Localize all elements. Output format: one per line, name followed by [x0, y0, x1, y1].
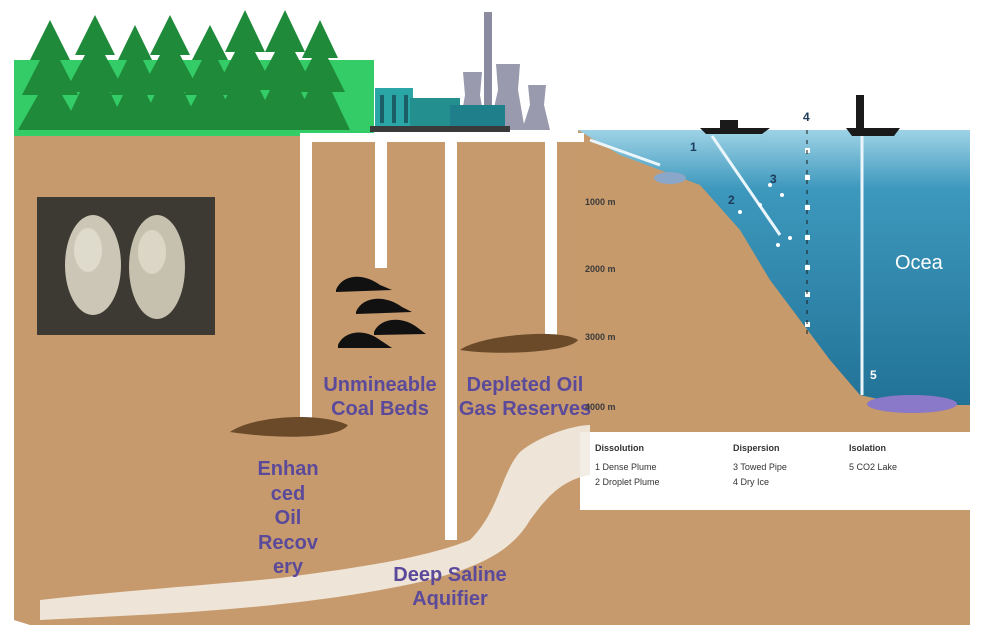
legend-item-dense-plume: 1 Dense Plume	[595, 462, 657, 472]
eor-line3: Oil	[274, 507, 302, 529]
gas-reservoir	[460, 333, 578, 353]
saline-line1: Deep Saline	[393, 564, 507, 586]
legend-header-dissolution: Dissolution	[595, 443, 644, 453]
legend-item-droplet-plume: 2 Droplet Plume	[595, 477, 660, 487]
legend-header-dispersion: Dispersion	[733, 443, 780, 453]
legend-item-co2-lake: 5 CO2 Lake	[849, 462, 898, 472]
eor-line1: Enhan	[257, 458, 319, 480]
depleted-line1: Depleted Oil	[466, 374, 584, 396]
marker-1: 1	[690, 140, 697, 154]
unmineable-line1: Unmineable	[323, 374, 437, 396]
saline-label: Deep Saline Aquifier	[360, 563, 540, 611]
eor-line2: ced	[270, 482, 306, 505]
depth-4000: 4000 m	[585, 402, 616, 412]
rock-sample-photo	[37, 197, 215, 335]
saline-line2: Aquifier	[412, 588, 488, 610]
depth-1000: 1000 m	[585, 197, 616, 207]
marker-2: 2	[728, 193, 735, 207]
unmineable-label: Unmineable Coal Beds	[310, 373, 450, 421]
depleted-label: Depleted Oil Gas Reserves	[430, 373, 620, 421]
co2-lake	[867, 395, 957, 413]
legend-item-towed-pipe: 3 Towed Pipe	[733, 462, 787, 472]
eor-label: Enhan ced Oil Recov ery	[238, 457, 338, 580]
saline-aquifer	[40, 425, 590, 620]
depleted-line2: Gas Reserves	[458, 398, 592, 420]
forest	[18, 10, 350, 130]
ocean-label: Ocea	[895, 252, 943, 274]
unmineable-line2: Coal Beds	[331, 398, 429, 420]
legend-header-isolation: Isolation	[849, 443, 887, 453]
depth-2000: 2000 m	[585, 264, 616, 274]
coal-seams	[336, 276, 426, 348]
ship-right	[846, 128, 900, 136]
marker-4: 4	[803, 110, 810, 124]
eor-reservoir	[230, 416, 348, 437]
legend-item-dry-ice: 4 Dry Ice	[733, 477, 770, 487]
marker-3: 3	[770, 172, 777, 186]
depth-3000: 3000 m	[585, 332, 616, 342]
eor-line5: ery	[272, 556, 304, 578]
ground	[14, 136, 970, 625]
eor-line4: Recov	[257, 531, 319, 554]
ship-left	[700, 128, 770, 134]
power-plant	[370, 12, 550, 132]
injection-wells	[300, 140, 557, 540]
marker-5: 5	[870, 368, 877, 382]
ocean-storage-inset	[578, 95, 970, 510]
